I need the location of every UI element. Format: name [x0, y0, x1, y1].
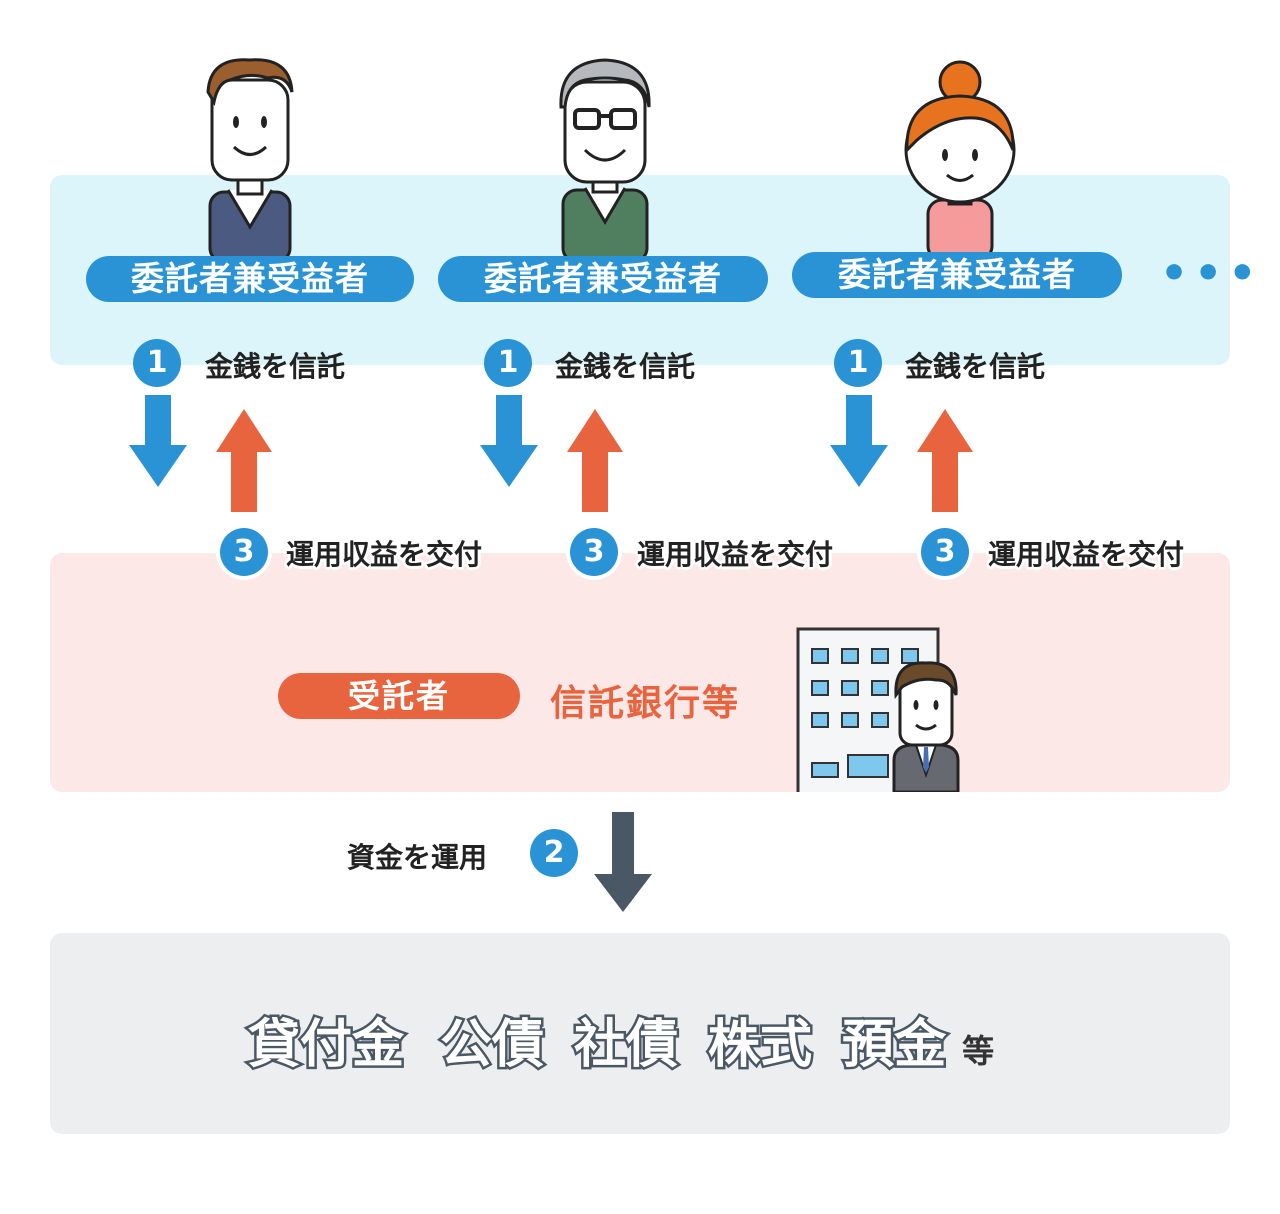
step3-label-2: 運用収益を交付	[637, 538, 834, 571]
asset-corporate-bonds: 社債	[572, 1013, 681, 1078]
step1-badge-1: 1	[133, 339, 181, 387]
step3-label-1: 運用収益を交付	[286, 538, 483, 571]
up-arrow-icon	[216, 409, 973, 512]
beneficiary-label-2: 委託者兼受益者	[438, 256, 768, 302]
step3-badge-3: 3	[921, 528, 969, 576]
trustee-name: 信託銀行等	[550, 683, 741, 724]
trustee-panel	[50, 553, 1230, 792]
step1-label-2: 金銭を信託	[555, 350, 696, 383]
step2-label: 資金を運用	[347, 841, 488, 874]
asset-deposits: 預金	[840, 1013, 949, 1078]
step3-badge-2: 3	[570, 528, 618, 576]
beneficiary-label-3: 委託者兼受益者	[792, 252, 1122, 298]
asset-stocks: 株式	[706, 1013, 815, 1078]
asset-loans: 貸付金	[245, 1013, 406, 1078]
bank-building-icon	[796, 627, 960, 792]
elderly-man-avatar-icon	[559, 58, 651, 262]
woman-avatar-icon	[904, 60, 1016, 260]
trustee-label: 受託者	[278, 673, 520, 719]
assets-panel	[50, 933, 1230, 1134]
man-avatar-icon	[206, 58, 294, 262]
asset-public-bonds: 公債	[438, 1013, 547, 1078]
asset-etc: 等	[962, 1032, 995, 1070]
more-indicator: •••	[1160, 248, 1263, 299]
step1-badge-2: 1	[484, 339, 532, 387]
step3-label-3: 運用収益を交付	[988, 538, 1185, 571]
step3-badge-1: 3	[220, 528, 268, 576]
beneficiary-label-1: 委託者兼受益者	[86, 256, 414, 302]
assets-list: 貸付金 公債 社債 株式 預金 等	[245, 1002, 1048, 1078]
step1-badge-3: 1	[834, 339, 882, 387]
step1-label-1: 金銭を信託	[205, 350, 346, 383]
step1-label-3: 金銭を信託	[905, 350, 1046, 383]
down-arrow-icon	[594, 812, 652, 912]
down-arrow-icon	[129, 395, 888, 487]
step2-badge: 2	[530, 829, 578, 877]
